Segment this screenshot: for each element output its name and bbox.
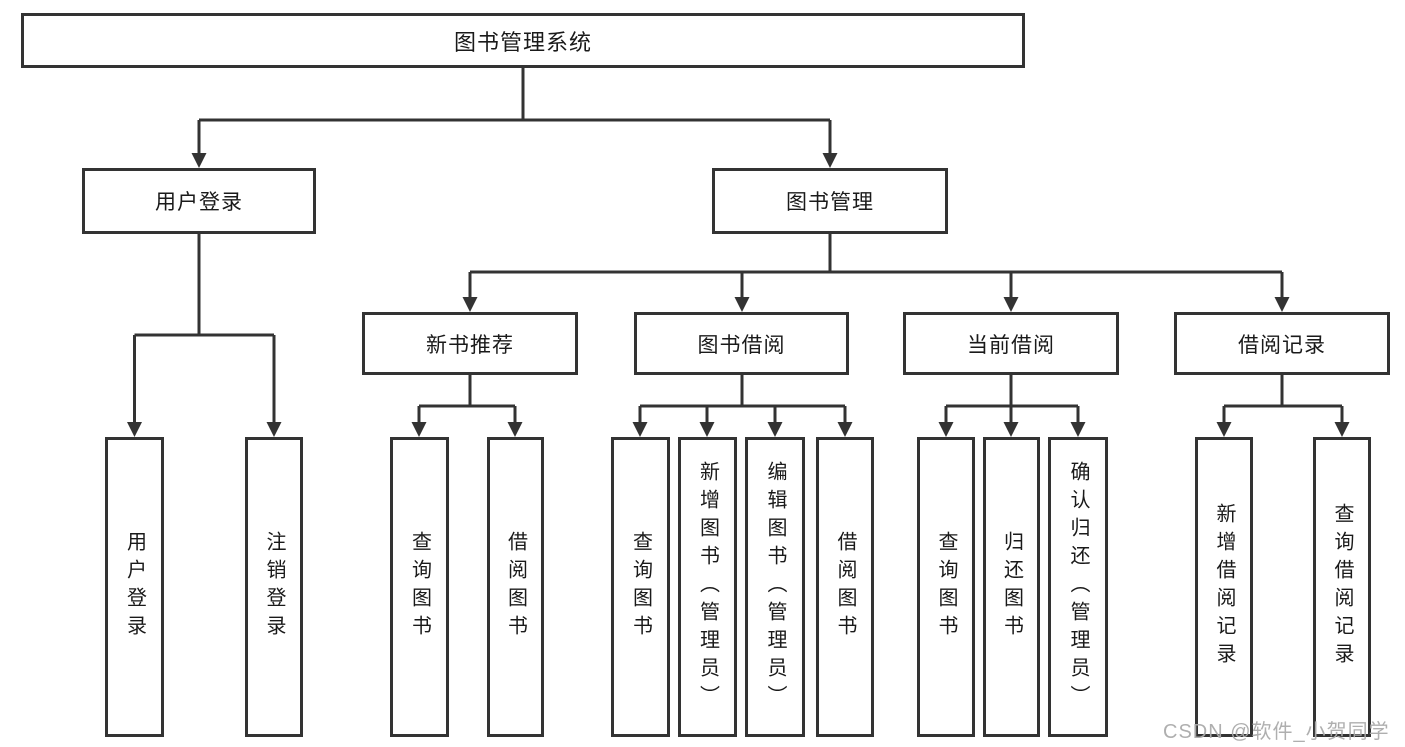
node-label: 图书借阅 [697, 333, 786, 357]
connector-borrowing-records-branch [1216, 375, 1350, 437]
node-book-management: 图书管理 [712, 168, 948, 234]
node-label: 图书管理系统 [453, 29, 592, 55]
watermark-csdn: CSDN @软件_小贺同学 [1163, 721, 1390, 743]
leaf-label: 借阅图书 [504, 531, 527, 643]
connector-book-management-to-level3 [462, 234, 1290, 312]
leaf-query-books-borrowing: 查询图书 [611, 437, 670, 737]
node-new-book-recommendation: 新书推荐 [362, 312, 578, 375]
node-label: 用户登录 [155, 191, 243, 214]
connector-new-book-recommendation-branch [411, 375, 523, 437]
leaf-edit-books-admin: 编辑图书（管理员） [745, 437, 805, 737]
leaf-label: 查询图书 [629, 531, 652, 643]
leaf-add-borrow-record: 新增借阅记录 [1195, 437, 1253, 737]
leaf-label: 编辑图书（管理员） [764, 461, 786, 713]
leaf-label: 查询图书 [408, 531, 431, 643]
node-book-borrowing: 图书借阅 [634, 312, 849, 375]
leaf-confirm-return-admin: 确认归还（管理员） [1048, 437, 1108, 737]
connector-root-to-level2 [191, 68, 838, 168]
leaf-label: 注销登录 [263, 531, 285, 643]
leaf-label: 确认归还（管理员） [1067, 461, 1089, 713]
connector-user-login-branch [127, 234, 282, 437]
leaf-label: 查询图书 [935, 531, 957, 643]
leaf-label: 归还图书 [1000, 531, 1023, 643]
leaf-query-borrow-record: 查询借阅记录 [1313, 437, 1371, 737]
node-current-borrowing: 当前借阅 [903, 312, 1119, 375]
leaf-query-books-recommend: 查询图书 [390, 437, 449, 737]
leaf-label: 新增借阅记录 [1213, 503, 1235, 671]
node-user-login: 用户登录 [82, 168, 316, 234]
leaf-borrow-books-borrowing: 借阅图书 [816, 437, 874, 737]
node-library-management-system: 图书管理系统 [21, 13, 1025, 68]
leaf-label: 查询借阅记录 [1331, 503, 1353, 671]
node-label: 借阅记录 [1238, 333, 1326, 357]
leaf-user-login: 用户登录 [105, 437, 164, 737]
leaf-label: 新增图书（管理员） [696, 461, 719, 713]
leaf-label: 用户登录 [123, 531, 146, 643]
leaf-query-books-current: 查询图书 [917, 437, 975, 737]
connector-current-borrowing-branch [938, 375, 1086, 437]
leaf-return-books: 归还图书 [983, 437, 1040, 737]
node-label: 当前借阅 [967, 333, 1055, 357]
leaf-borrow-books-recommend: 借阅图书 [487, 437, 544, 737]
node-borrowing-records: 借阅记录 [1174, 312, 1390, 375]
leaf-logout: 注销登录 [245, 437, 303, 737]
connector-book-borrowing-branch [632, 375, 853, 437]
node-label: 新书推荐 [426, 333, 514, 357]
node-label: 图书管理 [786, 191, 874, 214]
leaf-label: 借阅图书 [834, 531, 856, 643]
leaf-add-books-admin: 新增图书（管理员） [678, 437, 737, 737]
